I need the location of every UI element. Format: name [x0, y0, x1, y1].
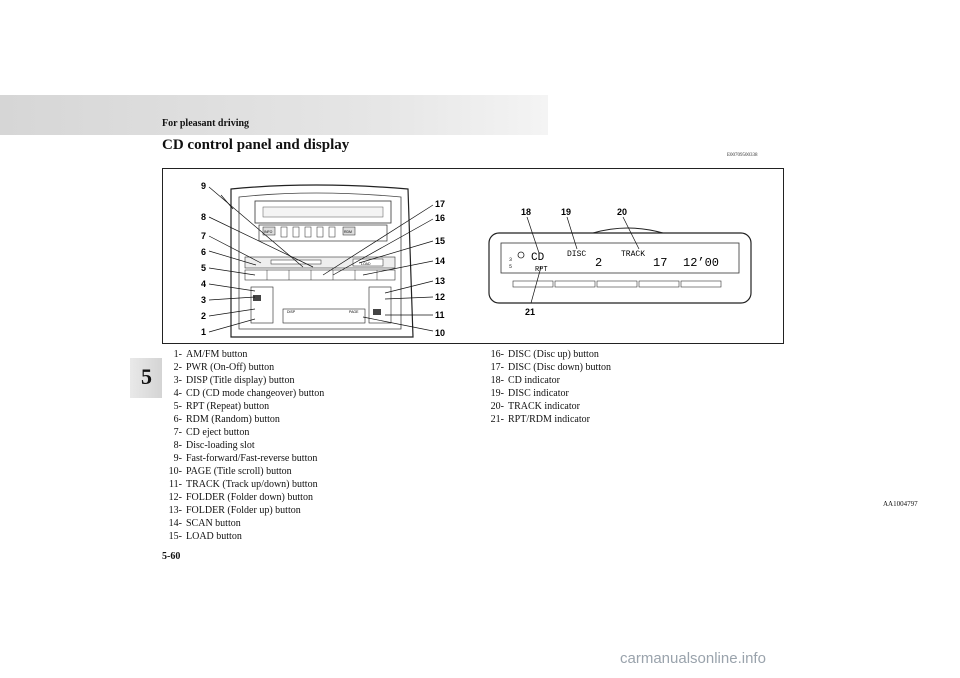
document-code: E00709500338: [727, 153, 758, 158]
leader-lines-left: [208, 186, 314, 333]
callout-3: 3: [201, 295, 206, 305]
list-item: 21-RPT/RDM indicator: [490, 414, 590, 425]
load-button-label: LOAD: [361, 262, 371, 266]
display-disc-indicator: DISC: [567, 250, 586, 259]
header-band: [0, 95, 548, 135]
info-button-label: INFO: [264, 230, 273, 234]
list-item: 7-CD eject button: [173, 427, 250, 438]
list-item: 17-DISC (Disc down) button: [490, 362, 612, 373]
control-panel-illustration: INFO RDM LOAD DISP PAGE: [230, 184, 414, 338]
rdm-button-label: RDM: [344, 230, 352, 234]
display-track-number: 17: [653, 256, 667, 270]
list-item: 4-CD (CD mode changeover) button: [173, 388, 325, 399]
list-item: 5-RPT (Repeat) button: [173, 401, 270, 412]
chapter-number: 5: [141, 364, 152, 389]
callout-15: 15: [435, 236, 445, 246]
legend-list-left: 1-AM/FM button 2-PWR (On-Off) button 3-D…: [160, 348, 325, 543]
list-item: 6-RDM (Random) button: [173, 414, 280, 425]
list-item: 18-CD indicator: [490, 375, 560, 386]
display-rpt-indicator: RPT: [535, 266, 548, 274]
list-item: 10-PAGE (Title scroll) button: [168, 466, 292, 477]
leader-lines-display: [526, 216, 640, 304]
section-title: CD control panel and display: [162, 137, 350, 153]
disp-button-label: DISP: [287, 310, 296, 314]
callout-18: 18: [521, 207, 531, 217]
callout-10: 10: [435, 328, 445, 338]
list-item: 19-DISC indicator: [490, 388, 569, 399]
list-item: 11-TRACK (Track up/down) button: [169, 479, 318, 490]
callout-9: 9: [201, 181, 206, 191]
svg-text:5: 5: [509, 264, 512, 270]
list-item: 3-DISP (Title display) button: [173, 375, 295, 386]
callout-2: 2: [201, 311, 206, 321]
list-item: 13-FOLDER (Folder up) button: [168, 505, 301, 516]
callout-13: 13: [435, 276, 445, 286]
display-track-indicator: TRACK: [621, 250, 645, 259]
callout-7: 7: [201, 231, 206, 241]
page-button-label: PAGE: [349, 310, 359, 314]
cd-panel-figure: INFO RDM LOAD DISP PAGE: [162, 168, 918, 508]
callout-16: 16: [435, 213, 445, 223]
callout-17: 17: [435, 199, 445, 209]
list-item: 12-FOLDER (Folder down) button: [168, 492, 313, 503]
list-item: 1-AM/FM button: [173, 349, 248, 360]
chapter-tab: [130, 358, 162, 398]
leader-lines-right: [322, 204, 434, 332]
display-time: 12’00: [683, 256, 719, 270]
list-item: 9-Fast-forward/Fast-reverse button: [173, 453, 318, 464]
callout-6: 6: [201, 247, 206, 257]
callout-21: 21: [525, 307, 535, 317]
callout-12: 12: [435, 292, 445, 302]
running-header: For pleasant driving: [162, 118, 250, 129]
display-cd-indicator: CD: [531, 252, 545, 264]
watermark: carmanualsonline.info: [620, 650, 766, 667]
list-item: 16-DISC (Disc up) button: [490, 349, 599, 360]
callout-19: 19: [561, 207, 571, 217]
list-item: 8-Disc-loading slot: [173, 440, 255, 451]
page-number: 5-60: [162, 551, 181, 562]
legend-list-right: 16-DISC (Disc up) button 17-DISC (Disc d…: [482, 348, 611, 426]
list-item: 15-LOAD button: [168, 531, 242, 542]
callout-5: 5: [201, 263, 206, 273]
callout-20: 20: [617, 207, 627, 217]
figure-id: AA1004797: [883, 500, 918, 508]
display-disc-number: 2: [595, 256, 602, 270]
figure-illustration: INFO RDM LOAD DISP PAGE: [201, 181, 752, 338]
callout-8: 8: [201, 212, 206, 222]
list-item: 14-SCAN button: [168, 518, 241, 529]
list-item: 2-PWR (On-Off) button: [173, 362, 275, 373]
list-item: 20-TRACK indicator: [490, 401, 580, 412]
svg-text:3: 3: [509, 257, 512, 263]
callout-1: 1: [201, 327, 206, 337]
callout-14: 14: [435, 256, 445, 266]
callout-4: 4: [201, 279, 206, 289]
callout-11: 11: [435, 310, 445, 320]
